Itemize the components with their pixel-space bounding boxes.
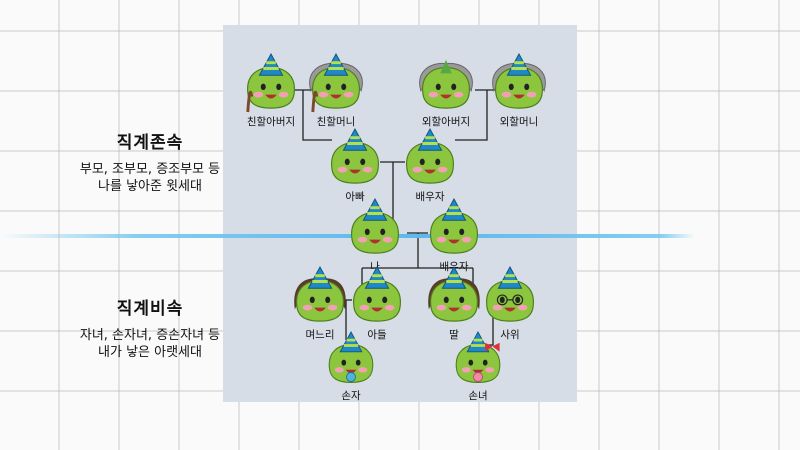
label-son-in-law: 사위 <box>500 329 520 341</box>
person-son-in-law: 사위 <box>475 266 545 342</box>
label-father: 아빠 <box>345 191 365 203</box>
descendants-desc-line2: 내가 낳은 아랫세대 <box>98 345 202 360</box>
label-father-spouse: 배우자 <box>415 191 445 203</box>
person-granddaughter: 손녀 <box>443 331 513 403</box>
son-in-law-character-icon <box>486 266 534 322</box>
label-daughter: 딸 <box>449 329 459 341</box>
ascendants-desc-line1: 부모, 조부모, 증조부모 등 <box>79 162 221 177</box>
person-maternal-grandfather: 외할아버지 <box>411 53 481 129</box>
daughter-in-law-character-icon <box>294 266 346 322</box>
me-character-icon <box>351 198 399 254</box>
label-son: 아들 <box>367 329 387 341</box>
label-me: 나 <box>370 261 380 273</box>
label-maternal-grandfather: 외할아버지 <box>421 116 471 128</box>
descendants-title: 직계비속 <box>116 299 184 319</box>
connector-to-father <box>302 90 332 141</box>
mother-character-icon <box>406 128 454 184</box>
grandmother-character-icon <box>492 53 546 109</box>
person-father: 아빠 <box>320 128 390 204</box>
ascendants-title: 직계존속 <box>116 133 184 153</box>
highlight-line <box>0 234 695 238</box>
person-me: 나 <box>340 198 410 274</box>
grandfather-character-icon <box>246 53 295 113</box>
connector-to-mother <box>455 90 488 141</box>
person-paternal-grandmother: 친할머니 <box>301 53 371 129</box>
person-son: 아들 <box>342 266 412 342</box>
person-grandson: 손자 <box>316 331 386 403</box>
label-paternal-grandfather: 친할아버지 <box>246 116 296 128</box>
ascendants-desc-line2: 나를 낳아준 윗세대 <box>98 179 202 194</box>
son-character-icon <box>353 266 401 322</box>
grandson-character-icon <box>328 331 374 383</box>
father-character-icon <box>331 128 379 184</box>
grandmother-character-icon <box>309 53 363 113</box>
ascendants-desc: 부모, 조부모, 증조부모 등 나를 낳아준 윗세대 <box>60 161 240 195</box>
label-grandson: 손자 <box>341 390 361 402</box>
granddaughter-character-icon <box>455 331 501 383</box>
label-granddaughter: 손녀 <box>468 390 488 402</box>
person-paternal-grandfather: 친할아버지 <box>236 53 306 129</box>
descendants-block: 직계비속 자녀, 손자녀, 증손자녀 등 내가 낳은 아랫세대 <box>60 294 240 361</box>
person-my-spouse: 배우자 <box>419 198 489 274</box>
descendants-desc: 자녀, 손자녀, 증손자녀 등 내가 낳은 아랫세대 <box>60 327 240 361</box>
label-maternal-grandmother: 외할머니 <box>499 116 539 128</box>
spouse-character-icon <box>430 198 478 254</box>
label-daughter-in-law: 며느리 <box>305 329 335 341</box>
grandfather-character-icon <box>419 59 473 109</box>
person-daughter: 딸 <box>419 266 489 342</box>
label-paternal-grandmother: 친할머니 <box>316 116 356 128</box>
person-father-spouse: 배우자 <box>395 128 465 204</box>
descendants-desc-line1: 자녀, 손자녀, 증손자녀 등 <box>79 328 221 343</box>
person-daughter-in-law: 며느리 <box>285 266 355 342</box>
ascendants-block: 직계존속 부모, 조부모, 증조부모 등 나를 낳아준 윗세대 <box>60 128 240 195</box>
person-maternal-grandmother: 외할머니 <box>484 53 554 129</box>
